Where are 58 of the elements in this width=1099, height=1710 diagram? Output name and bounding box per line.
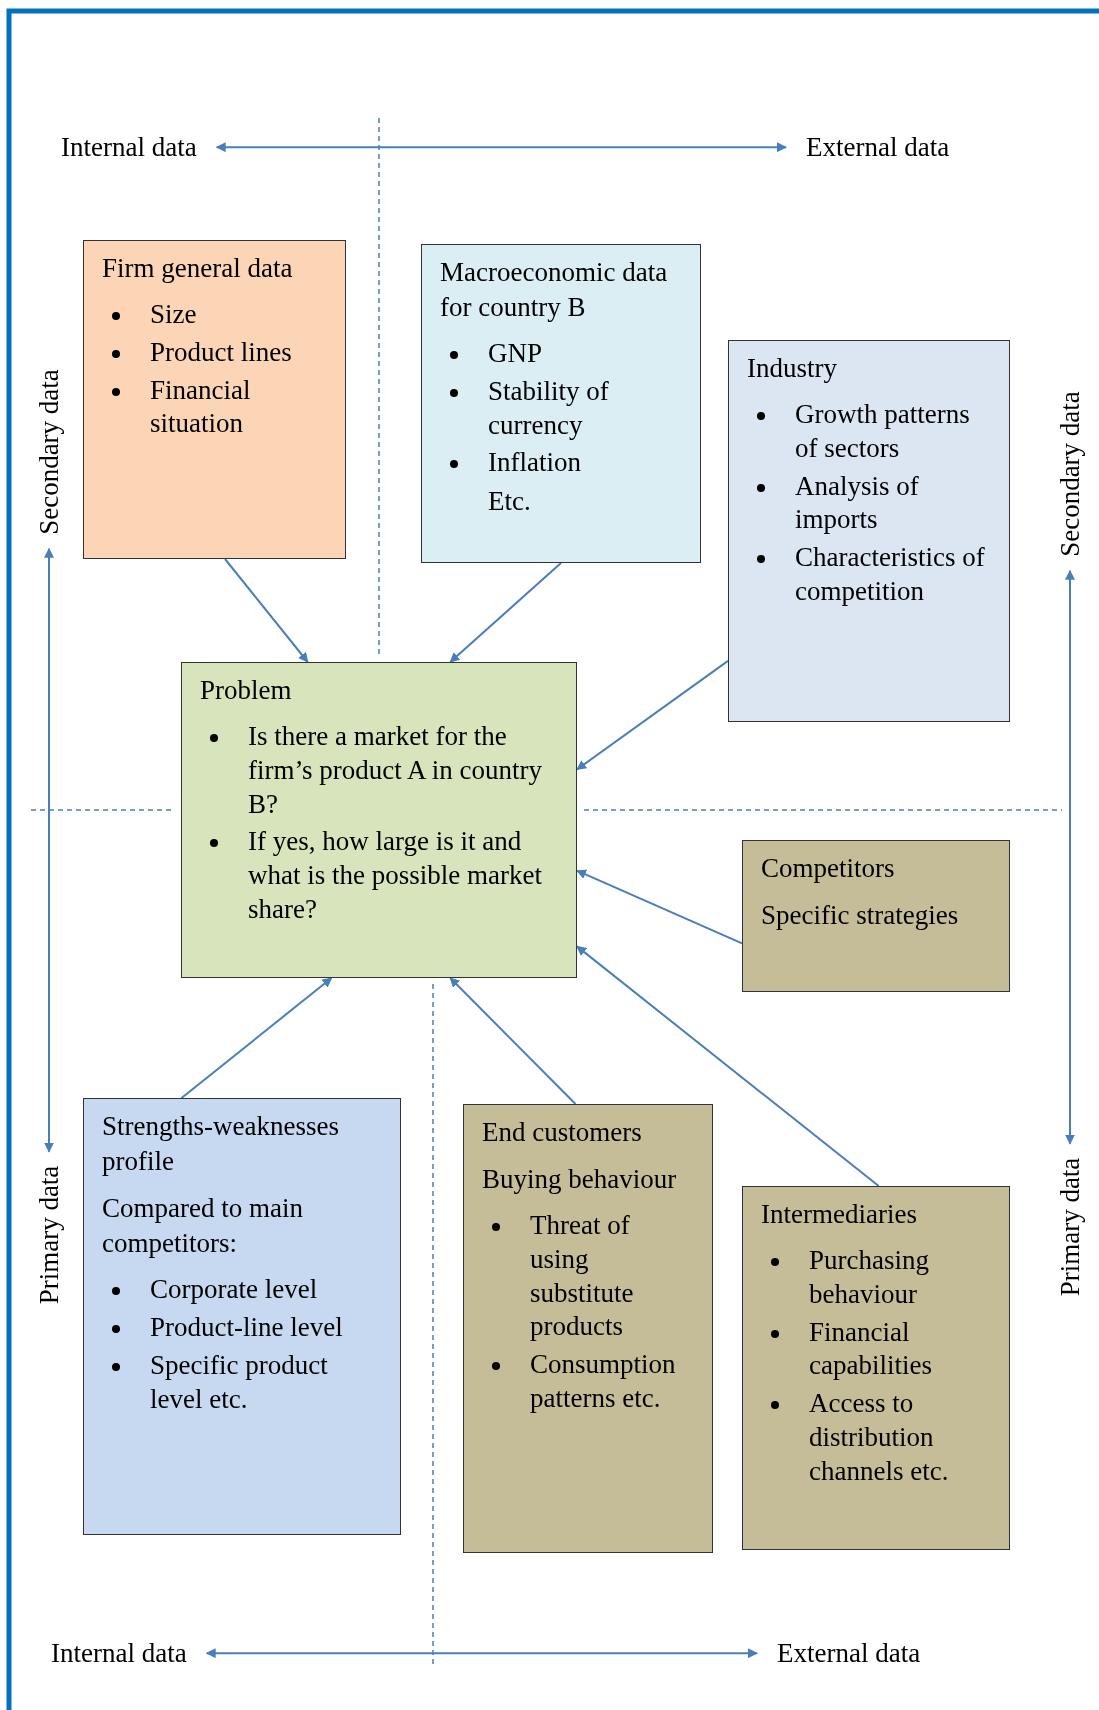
text-box [83,1098,401,1535]
bullet-text: Size [150,299,197,330]
axis-label: Primary data [32,1165,66,1305]
bullet-text: Access to distribution channels etc. [809,1388,949,1486]
arrow [215,142,787,153]
arrow [576,869,743,945]
box-heading: End customers [482,1116,643,1149]
bullet-text: Analysis of imports [795,470,919,535]
bullet-text: Product lines [150,336,292,367]
bullet-text: Characteristics of competition [795,542,985,606]
text-box [83,240,346,559]
box-text: Compared to main competitors: [102,1192,304,1261]
arrow [449,562,562,663]
bullet-text: Purchasing behaviour [809,1245,929,1309]
axis-label: External data [777,1637,921,1670]
bullet-text: Product-line level [150,1312,343,1343]
bullet-text: Growth patterns of sectors [795,399,970,463]
axis-label: Secondary data [32,369,66,535]
box-heading: Intermediaries [761,1198,918,1231]
arrow [205,1648,758,1659]
axis-label: Internal data [61,131,197,164]
arrow [576,945,880,1187]
box-heading: Problem [200,674,293,707]
box-heading: Strengths-weaknesses profile [102,1110,340,1179]
text-box [742,840,1010,992]
box-text: Buying behaviour [482,1163,678,1197]
arrow [1065,569,1075,1145]
bullet-text: Financial capabilities [809,1316,932,1381]
bullet-text: Corporate level [150,1274,318,1305]
arrow [224,558,309,663]
bullet-text: Consumption patterns etc. [530,1349,676,1413]
box-text: Etc. [487,485,532,519]
arrow [449,977,577,1105]
box-text: Specific strategies [761,899,960,933]
bullet-text: Is there a market for the firm’s product A in country B? [248,721,542,819]
text-box [463,1104,713,1553]
bullet-text: Financial situation [150,374,251,439]
box-heading: Competitors [761,852,896,885]
text-box [742,1186,1010,1550]
text-box [181,662,577,978]
bullet-text: Stability of currency [488,375,609,440]
bullet-text: GNP [488,338,542,369]
axis-label: Secondary data [1053,391,1087,557]
axis-label: Internal data [51,1637,187,1670]
axis-label: Primary data [1053,1157,1087,1297]
box-heading: Macroeconomic data for country B [440,256,669,325]
arrow [576,659,729,771]
box-heading: Firm general data [102,252,294,285]
arrow [44,547,54,1153]
text-box [421,244,701,563]
arrow [180,977,333,1099]
text-box [728,340,1010,722]
box-heading: Industry [747,352,838,385]
bullet-text: Inflation [488,447,581,478]
bullet-text: Specific product level etc. [150,1349,328,1414]
bullet-text: Threat of using substitute products [530,1210,634,1342]
axis-label: External data [806,131,950,164]
bullet-text: If yes, how large is it and what is the possible market share? [248,826,542,924]
